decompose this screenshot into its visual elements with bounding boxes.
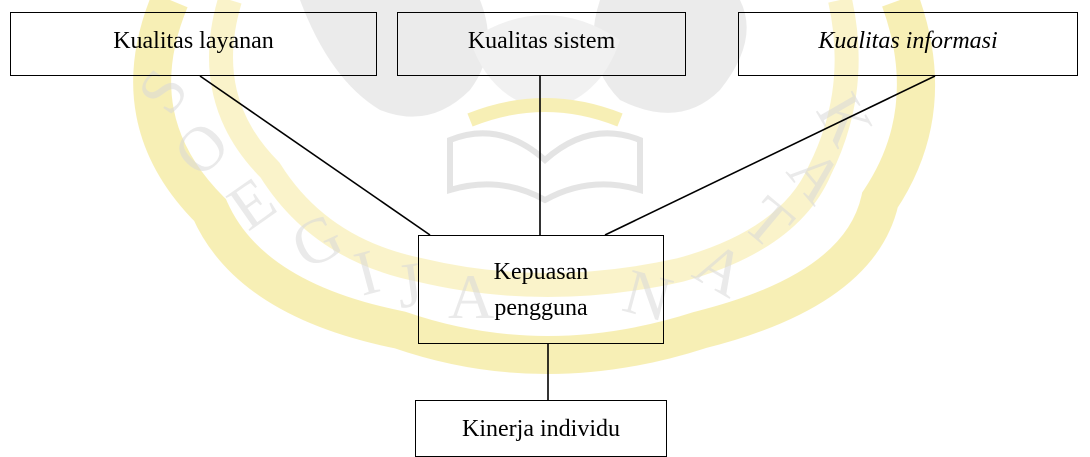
edge-informasi-to-kepuasan (605, 76, 935, 235)
node-label: Kinerja individu (462, 411, 620, 447)
node-kinerja-individu: Kinerja individu (415, 400, 667, 457)
node-label: Kualitas layanan (113, 23, 274, 59)
node-kualitas-informasi: Kualitas informasi (738, 12, 1078, 76)
edge-layanan-to-kepuasan (200, 76, 430, 235)
node-label: Kualitas sistem (468, 23, 615, 59)
node-label: Kepuasan pengguna (494, 254, 589, 326)
node-kepuasan-pengguna: Kepuasan pengguna (418, 235, 664, 344)
node-label: Kualitas informasi (818, 23, 997, 59)
node-kualitas-sistem: Kualitas sistem (397, 12, 686, 76)
node-kualitas-layanan: Kualitas layanan (10, 12, 377, 76)
